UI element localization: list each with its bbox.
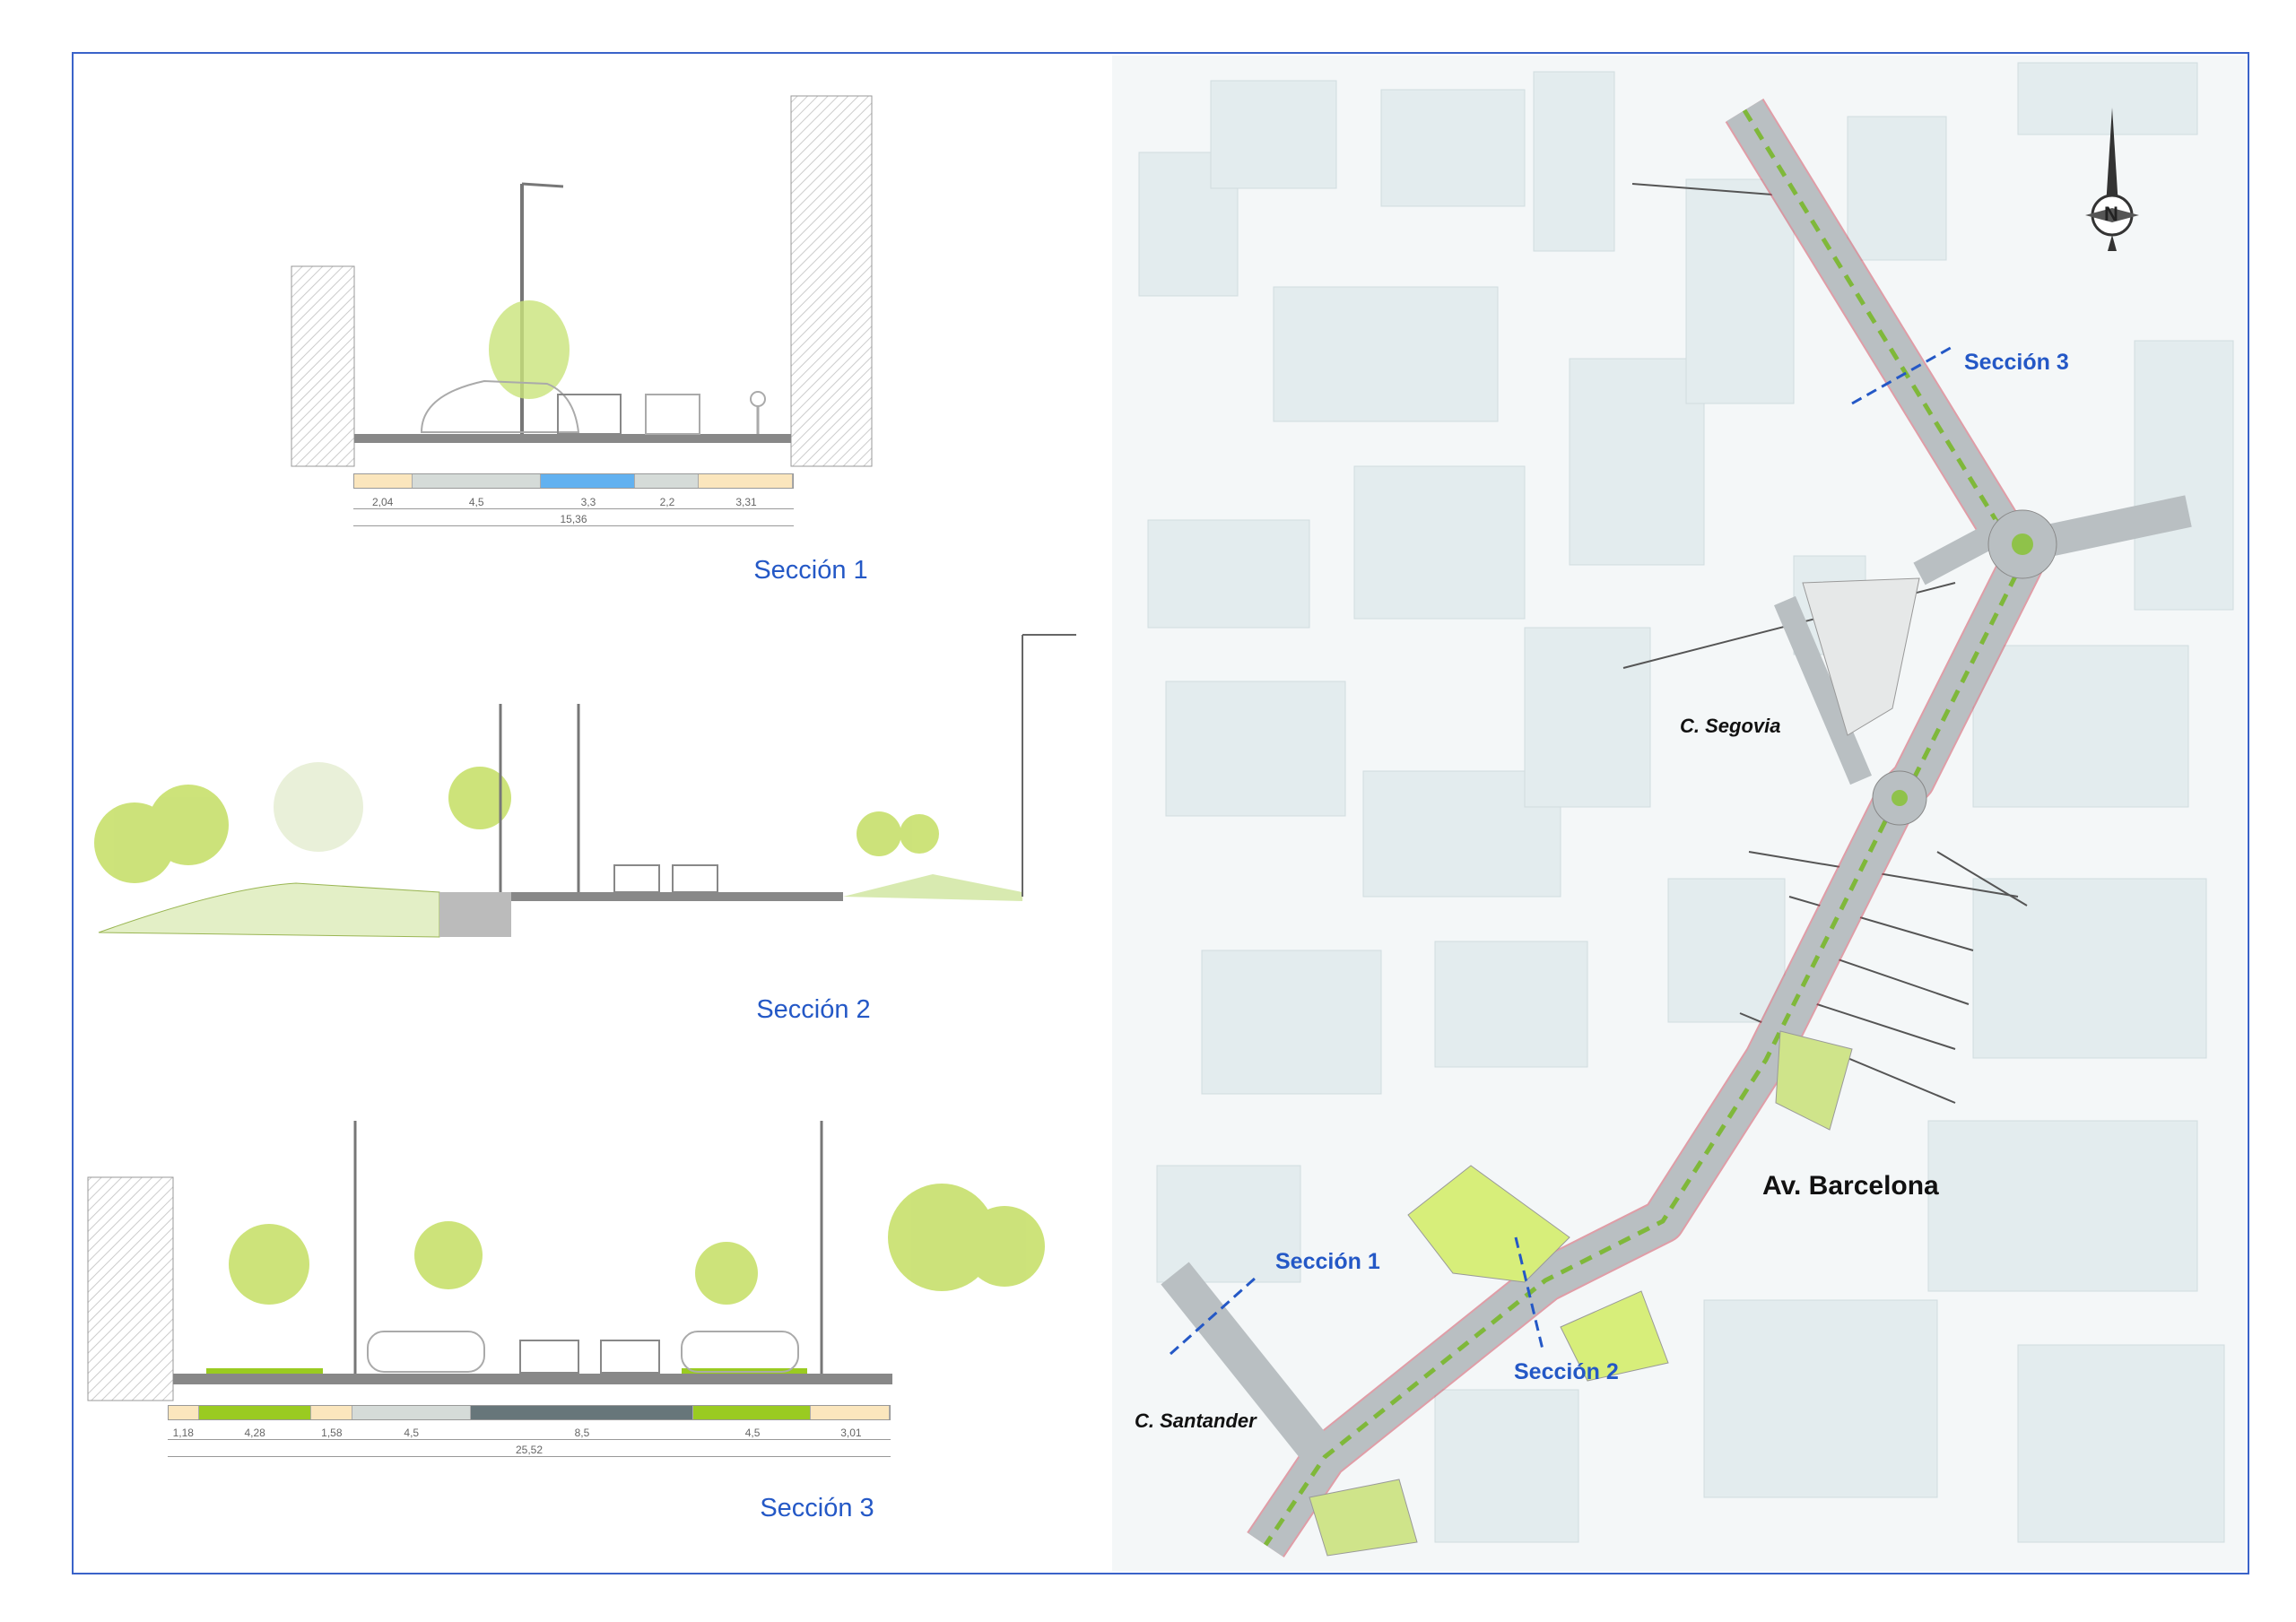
compass-letter: N bbox=[2104, 203, 2118, 225]
green-area bbox=[1775, 1030, 1853, 1131]
street-label-segovia: C. Segovia bbox=[1680, 715, 1781, 737]
street-label-santander: C. Santander bbox=[1135, 1409, 1257, 1432]
west-branch bbox=[1913, 518, 2008, 585]
section-cut-lines bbox=[1169, 343, 1956, 1356]
plaza bbox=[1802, 577, 1920, 736]
section-1-drawing bbox=[291, 95, 873, 467]
east-branch bbox=[2028, 495, 2192, 560]
park-area bbox=[1407, 1165, 1570, 1283]
map-section-2-label: Sección 2 bbox=[1514, 1359, 1619, 1384]
dimension-segment bbox=[311, 1406, 353, 1419]
dimension-label: 2,2 bbox=[635, 496, 700, 509]
dimension-segment bbox=[352, 1406, 471, 1419]
roundabout-island bbox=[2012, 533, 2033, 555]
dimension-label: 1,58 bbox=[310, 1427, 352, 1440]
map-section-3-label: Sección 3 bbox=[1964, 350, 2069, 375]
dimension-label: 8,5 bbox=[470, 1427, 694, 1440]
dimension-label: 2,04 bbox=[353, 496, 413, 509]
dimension-segment bbox=[169, 1406, 200, 1419]
dimension-segment bbox=[698, 474, 793, 488]
dimension-segment bbox=[412, 474, 542, 488]
dimension-segment bbox=[811, 1406, 890, 1419]
dimension-segment bbox=[635, 474, 699, 488]
dimension-label: 1,18 bbox=[168, 1427, 199, 1440]
site-plan-map bbox=[1112, 56, 2246, 1571]
dimension-label: 3,01 bbox=[811, 1427, 891, 1440]
dimension-label: 4,5 bbox=[693, 1427, 812, 1440]
section-2-drawing bbox=[94, 634, 1076, 938]
map-buildings bbox=[1138, 62, 2234, 1543]
dimension-label: 3,31 bbox=[699, 496, 794, 509]
north-arrow-icon bbox=[2085, 108, 2139, 251]
section-1-total-width: 15,36 bbox=[353, 513, 794, 526]
section-3-dimension-bar bbox=[168, 1405, 891, 1420]
dimension-label: 4,28 bbox=[198, 1427, 311, 1440]
dimension-segment bbox=[541, 474, 636, 488]
dimension-label: 4,5 bbox=[412, 496, 542, 509]
section-2-title: Sección 2 bbox=[756, 995, 871, 1024]
section-3-drawing bbox=[87, 1121, 1045, 1401]
dimension-segment bbox=[354, 474, 413, 488]
dimension-segment bbox=[199, 1406, 312, 1419]
dimension-segment bbox=[470, 1406, 693, 1419]
avenue-median bbox=[1263, 108, 2034, 1547]
section-3-total-width: 25,52 bbox=[168, 1444, 891, 1457]
section-3-title: Sección 3 bbox=[760, 1494, 874, 1522]
drawing-frame bbox=[72, 52, 2249, 1574]
dimension-segment bbox=[692, 1406, 812, 1419]
dimension-label: 3,3 bbox=[541, 496, 636, 509]
section-1-dimension-bar bbox=[353, 473, 794, 489]
santander-road bbox=[1161, 1262, 1333, 1464]
dimension-label: 4,5 bbox=[352, 1427, 471, 1440]
segovia-road bbox=[1774, 595, 1872, 785]
map-section-1-label: Sección 1 bbox=[1275, 1249, 1380, 1274]
section-1-title: Sección 1 bbox=[753, 556, 868, 585]
street-label-av-barcelona: Av. Barcelona bbox=[1762, 1171, 1939, 1201]
